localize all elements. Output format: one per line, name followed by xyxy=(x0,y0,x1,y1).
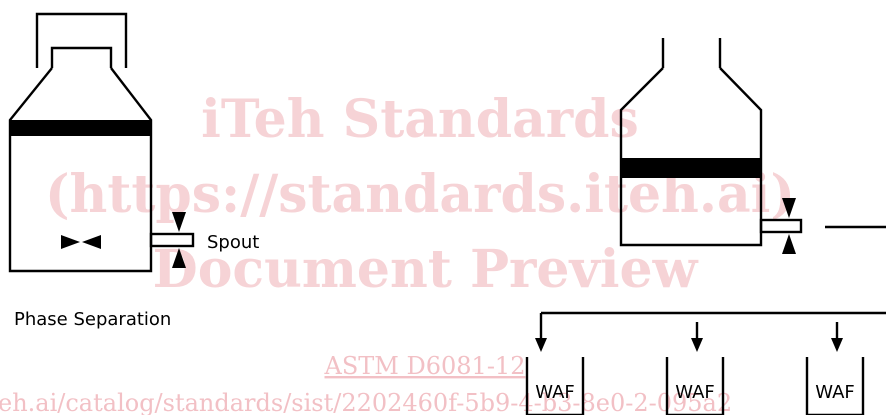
right-vessel xyxy=(619,38,886,254)
distribution-manifold xyxy=(535,311,886,352)
waf-container-2: WAF xyxy=(665,357,725,415)
vessel-outer-neck xyxy=(35,12,128,68)
waf-beaker-3 xyxy=(805,357,865,415)
watermark-preview: Document Preview xyxy=(153,239,699,300)
vessel-inner-neck xyxy=(50,46,113,68)
waf-label-3: WAF xyxy=(815,382,854,403)
vessel-body xyxy=(8,67,153,273)
stir-bar-right-icon xyxy=(82,235,101,249)
watermark-standard-code: ASTM D6081-12 xyxy=(324,352,526,380)
right-phase-boundary-band xyxy=(621,158,761,178)
waf-label-1: WAF xyxy=(535,382,574,403)
waf-container-1: WAF xyxy=(525,357,585,415)
spout-tube xyxy=(149,232,195,248)
right-valve-bottom-arrow-icon xyxy=(782,234,796,254)
stir-bar-left-icon xyxy=(61,235,80,249)
watermark-catalog-url: eh.ai/catalog/standards/sist/2202460f-5b… xyxy=(0,389,732,415)
watermark: iTeh Standards (https://standards.iteh.a… xyxy=(0,89,795,415)
right-spout-tube xyxy=(759,218,803,234)
waf-beaker-2 xyxy=(665,357,725,415)
waf-container-3: WAF xyxy=(805,357,865,415)
waf-beaker-1 xyxy=(525,357,585,415)
feed-arrow-2-icon xyxy=(691,338,703,352)
right-valve-top-arrow-icon xyxy=(782,198,796,218)
right-vessel-body xyxy=(619,67,763,247)
phase-separation-label: Phase Separation xyxy=(14,309,171,330)
feed-arrow-3-icon xyxy=(831,338,843,352)
left-vessel: Spout xyxy=(8,12,259,273)
watermark-title: iTeh Standards xyxy=(201,89,639,150)
phase-boundary-band xyxy=(10,120,151,136)
valve-top-arrow-icon xyxy=(172,212,186,232)
spout-label: Spout xyxy=(207,232,259,253)
valve-bottom-arrow-icon xyxy=(172,248,186,268)
waf-label-2: WAF xyxy=(675,382,714,403)
feed-arrow-1-icon xyxy=(535,338,547,352)
